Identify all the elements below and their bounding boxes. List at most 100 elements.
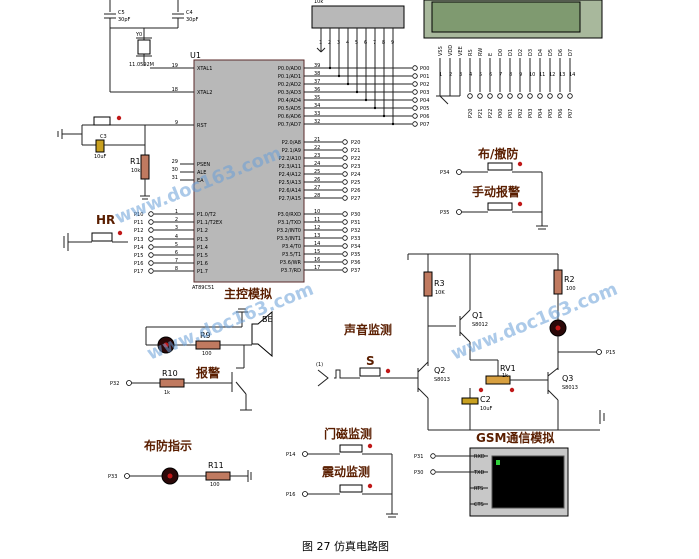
mcu-pin-num: 35 — [314, 95, 320, 101]
mcu-pin-name: P3.1/TXD — [278, 220, 301, 226]
mcu-net-label: P33 — [351, 236, 360, 242]
p1-net-label: P12 — [134, 228, 143, 234]
hr-title: HR — [96, 213, 115, 227]
rv1-value: 1k — [502, 373, 508, 379]
mcu-pin-num: 12 — [314, 225, 320, 231]
sound-net-point — [596, 349, 602, 355]
p0-net-label: P04 — [420, 98, 429, 104]
mcu-pin-num: 10 — [314, 209, 320, 215]
mcu-net-point — [342, 139, 348, 145]
p1-test-point — [148, 244, 154, 250]
p0-net-label: P05 — [420, 106, 429, 112]
gsm-net-label: P30 — [414, 470, 423, 476]
vibe-switch[interactable] — [339, 484, 363, 493]
mcu-pin-name: P2.3/A11 — [279, 164, 301, 170]
p0-test-point — [412, 73, 418, 79]
vibe-net-point — [302, 491, 308, 497]
mcu-net-label: P30 — [351, 212, 360, 218]
mcu-pin-num: 8 — [175, 266, 178, 272]
mcu-net-point — [342, 211, 348, 217]
mcu-net-label: P25 — [351, 180, 360, 186]
p0-net-label: P00 — [420, 66, 429, 72]
mcu-pin-name: P3.6/WR — [280, 260, 302, 266]
door-switch-dot — [367, 443, 373, 449]
mcu-pin-name: XTAL2 — [197, 90, 212, 96]
lcd-net-label: P02 — [518, 109, 524, 118]
mcu-pin-num: 32 — [314, 119, 320, 125]
gsm-pin-name: RTS — [474, 486, 483, 492]
lcd-pin-num: 2 — [449, 72, 452, 78]
c5-label: C5 — [118, 10, 125, 16]
sound-switch[interactable] — [359, 367, 381, 377]
reset-switch-dot — [116, 115, 122, 121]
mcu-net-label: P37 — [351, 268, 360, 274]
mcu-pin-num: 26 — [314, 177, 320, 183]
lcd-net-point — [497, 93, 503, 99]
mcu-pin-num: 28 — [314, 193, 320, 199]
r2-label: R2 — [564, 275, 575, 284]
p0-net-label: P02 — [420, 82, 429, 88]
mcu-net-label: P22 — [351, 156, 360, 162]
mcu-pin-num: 34 — [314, 103, 320, 109]
mcu-net-point — [342, 219, 348, 225]
r1-label: R1 — [130, 157, 141, 166]
lcd-pin-name: D4 — [538, 49, 544, 56]
mcu-pin-name: P1.1/T2EX — [197, 220, 223, 226]
lcd-pin-name: VSS — [438, 46, 444, 56]
arm-button[interactable] — [487, 162, 513, 171]
lcd-screen — [431, 1, 581, 33]
mcu-pin-name: P3.4/T0 — [282, 244, 301, 250]
alarm-title: 手动报警 — [472, 184, 520, 199]
hr-button[interactable] — [91, 232, 113, 242]
c4-label: C4 — [186, 10, 193, 16]
mcu-pin-name: PSEN — [197, 162, 210, 168]
mcu-pin-name: P1.4 — [197, 245, 208, 251]
figure-caption: 图 27 仿真电路图 — [302, 539, 389, 553]
mcu-pin-num: 5 — [175, 242, 178, 248]
mcu-pin-name: ALE — [197, 170, 206, 176]
mcu-pin-name: P3.0/RXD — [278, 212, 302, 218]
mcu-pin-name: P0.3/AD3 — [278, 90, 301, 96]
mcu-pin-num: 39 — [314, 63, 320, 69]
arm-button-dot — [517, 161, 523, 167]
mcu-part-number: AT89C51 — [192, 285, 214, 291]
p1-net-label: P13 — [134, 237, 143, 243]
lcd-pin-name: D2 — [518, 49, 524, 56]
mcu-net-point — [342, 187, 348, 193]
mcu-pin-name: EA — [197, 178, 204, 184]
mcu-net-label: P32 — [351, 228, 360, 234]
mcu-pin-name: P0.1/AD1 — [278, 74, 301, 80]
p1-test-point — [148, 219, 154, 225]
buzzer-label: BE — [262, 315, 273, 324]
door-vibration-monitor: 门磁监测 P14 震动监测 P16 — [286, 426, 398, 518]
mcu-pin-name: P0.7/AD7 — [278, 122, 301, 128]
mcu-pin-num: 19 — [172, 63, 178, 69]
r9-label: R9 — [200, 331, 211, 340]
respack-value: 10k — [314, 0, 323, 5]
lcd-net-label: P06 — [558, 109, 564, 118]
lcd-pin-name: VEE — [458, 46, 464, 56]
r11-resistor — [205, 471, 231, 481]
sound-net: P15 — [606, 350, 615, 356]
mcu-net-point — [342, 163, 348, 169]
c3-capacitor — [95, 139, 105, 153]
vibe-net: P16 — [286, 492, 295, 498]
gsm-net-label: P31 — [414, 454, 423, 460]
mcu-pin-num: 38 — [314, 71, 320, 77]
alarm-button[interactable] — [487, 202, 513, 211]
p1-test-point — [148, 268, 154, 274]
mcu-pin-name: P2.1/A9 — [282, 148, 301, 154]
mcu-net-label: P27 — [351, 196, 360, 202]
reset-switch[interactable] — [93, 116, 111, 126]
lcd-pin-num: 11 — [539, 72, 545, 78]
sound-title: 声音监测 — [343, 322, 392, 337]
mcu-net-label: P26 — [351, 188, 360, 194]
mcu-pin-name: P2.7/A15 — [279, 196, 301, 202]
door-switch[interactable] — [339, 444, 363, 453]
mcu-pin-name: P1.3 — [197, 237, 208, 243]
r10-resistor — [159, 378, 185, 388]
mcu-pin-name: RST — [197, 123, 208, 129]
lcd-pin-num: 7 — [499, 72, 502, 78]
